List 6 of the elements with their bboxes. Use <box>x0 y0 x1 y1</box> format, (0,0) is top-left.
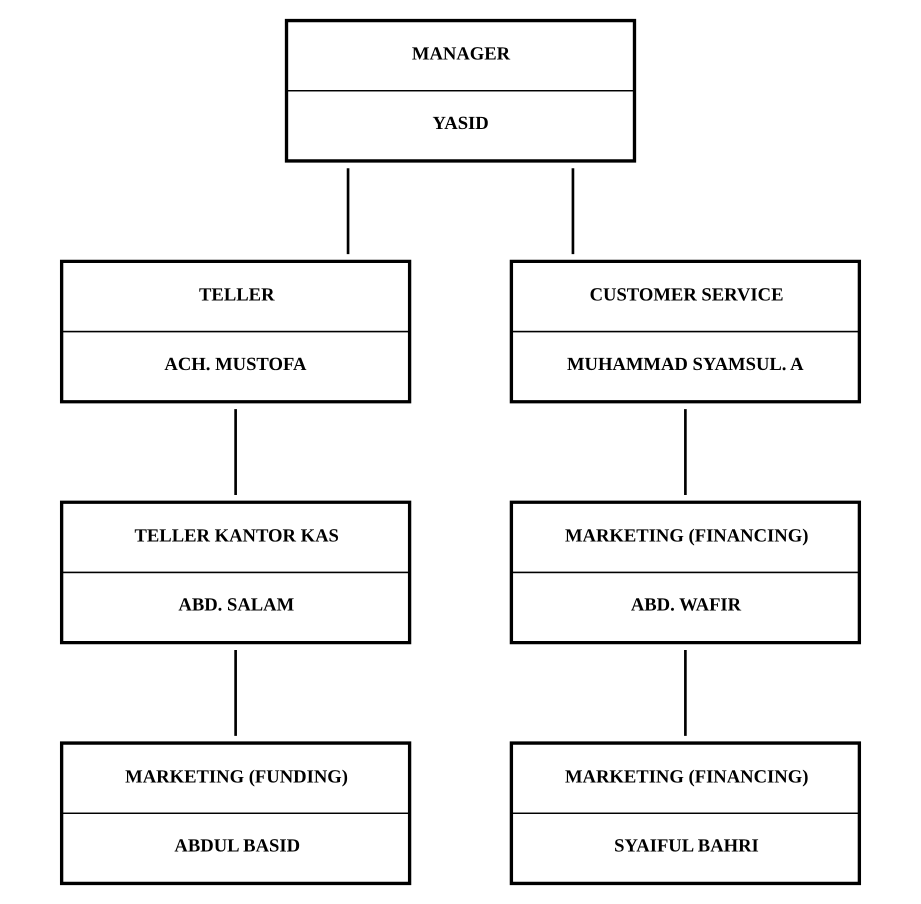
connector <box>684 409 687 496</box>
connector <box>346 168 350 254</box>
connector <box>572 168 574 254</box>
connector <box>684 650 687 736</box>
connector <box>234 650 237 736</box>
connector <box>234 409 237 496</box>
